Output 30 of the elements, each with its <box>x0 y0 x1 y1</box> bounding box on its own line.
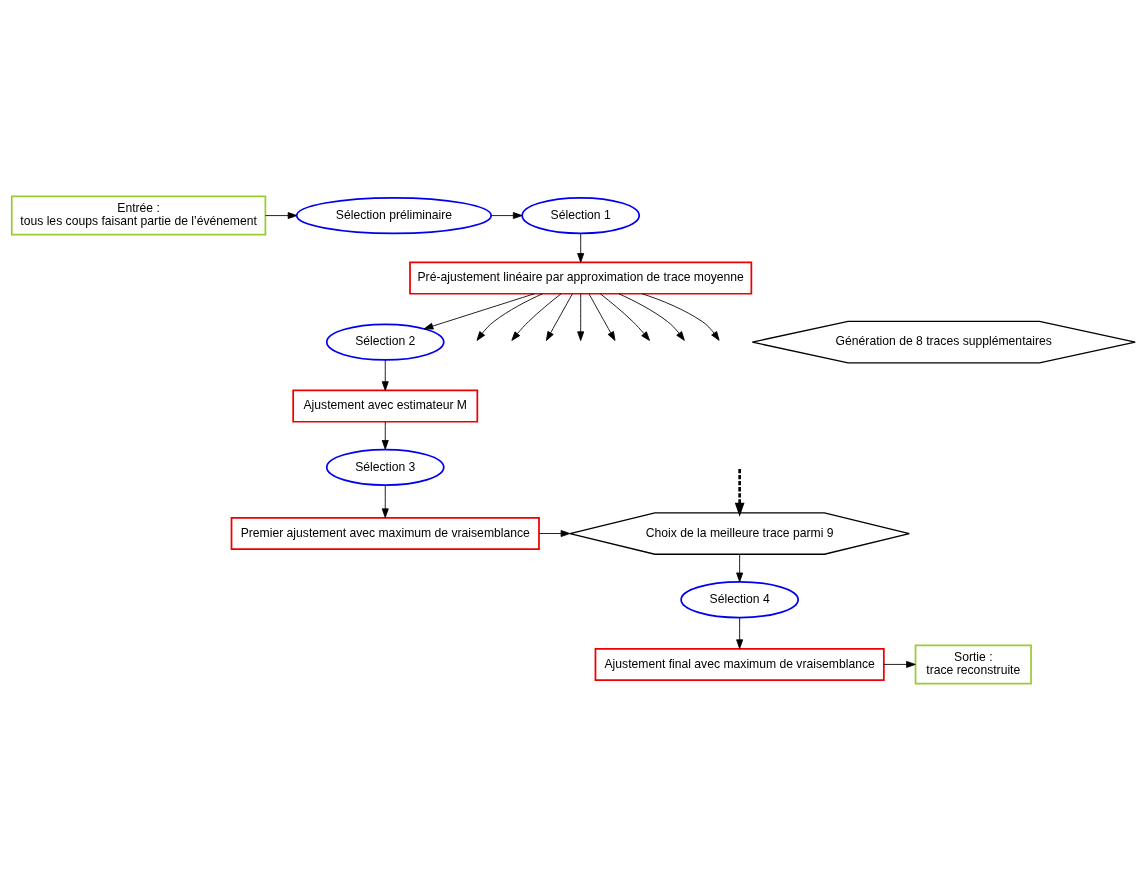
node-ellipse: Sélection 3 <box>325 448 445 486</box>
arrow <box>736 616 744 649</box>
arrow <box>511 292 562 341</box>
arrow <box>883 660 916 668</box>
arrow <box>618 292 685 341</box>
arrow <box>265 211 298 219</box>
arrow <box>381 484 389 518</box>
node-box: Entrée : tous les coups faisant partie de l’événement <box>10 195 267 236</box>
node-box: Ajustement final avec maximum de vraisemblance <box>594 647 885 681</box>
node-ellipse: Sélection 1 <box>521 196 641 234</box>
arrow <box>381 359 389 391</box>
arrow <box>599 292 650 341</box>
arrow <box>490 211 523 219</box>
arrow <box>577 232 585 263</box>
arrow <box>641 292 720 341</box>
node-box: Pré-ajustement linéaire par approximation de trace moyenne <box>409 261 753 295</box>
node-ellipse: Sélection 4 <box>680 580 799 618</box>
arrow <box>538 529 571 537</box>
arrow <box>476 292 543 341</box>
node-box: Premier ajustement avec maximum de vraisemblance <box>230 516 540 550</box>
node-box: Sortie : trace reconstruite <box>914 643 1032 684</box>
arrow <box>545 293 573 341</box>
arrow <box>423 292 535 330</box>
arrow <box>381 421 389 450</box>
node-box: Ajustement avec estimateur M <box>292 389 479 423</box>
arrow <box>577 293 585 341</box>
node-ellipse: Sélection préliminaire <box>295 196 493 234</box>
arrow <box>588 293 616 341</box>
arrow <box>736 553 744 582</box>
arrow <box>734 468 745 517</box>
